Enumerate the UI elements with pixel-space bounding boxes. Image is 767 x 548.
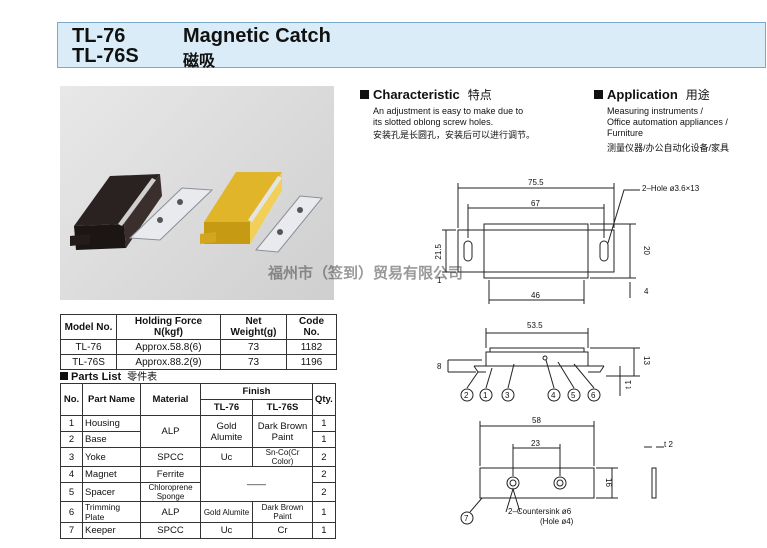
dim-hole-4: (Hole ø4) xyxy=(540,517,574,526)
spec-cell: 73 xyxy=(220,354,287,370)
application-line-zh: 测量仪器/办公自动化设备/家具 xyxy=(607,143,730,153)
dim-58: 58 xyxy=(532,416,541,425)
keeper-hole-right xyxy=(553,476,567,490)
callout-2: 2 xyxy=(464,391,469,400)
dim-13: 13 xyxy=(642,356,651,365)
product-photo xyxy=(60,86,334,300)
dim-4: 4 xyxy=(644,287,649,296)
model-title-tl76: TL-76 xyxy=(72,25,126,47)
spec-cell: Approx.88.2(9) xyxy=(116,354,221,370)
callout-7: 7 xyxy=(464,514,469,523)
parts-list-title: Parts List 零件表 xyxy=(60,368,157,383)
spec-header-code: Code No. xyxy=(286,314,337,340)
characteristic-line-1: An adjustment is easy to make due to xyxy=(373,106,524,116)
keeper-side xyxy=(651,467,657,499)
callout-6: 6 xyxy=(591,391,596,400)
dim-8: 8 xyxy=(437,362,442,371)
table-row: TL-76S Approx.88.2(9) 73 1196 xyxy=(60,354,337,370)
callout-3: 3 xyxy=(505,391,510,400)
side-view-plate xyxy=(489,347,585,353)
callout-5: 5 xyxy=(571,391,576,400)
callout-4: 4 xyxy=(551,391,556,400)
spec-header-force: Holding Force N(kgf) xyxy=(116,314,221,340)
part-qty: 1 xyxy=(312,522,336,539)
dim-53-5: 53.5 xyxy=(527,321,543,330)
part-finish-tl76: Gold Alumite xyxy=(200,415,253,448)
part-finish-tl76s: Cr xyxy=(252,522,313,539)
application-line-3: Furniture xyxy=(607,128,644,138)
table-row: 5 Spacer Chloroprene Sponge 2 xyxy=(60,482,336,502)
callout-circle xyxy=(460,388,474,402)
model-title-tl76s: TL-76S xyxy=(72,45,139,67)
parts-list-title-zh: 零件表 xyxy=(127,372,158,383)
application-line-2: Office automation appliances / xyxy=(607,117,728,127)
parts-table: No. Part Name Material Finish Qty. TL-76… xyxy=(60,383,336,539)
dim-75-5: 75.5 xyxy=(528,178,544,187)
table-row: 7 Keeper SPCC Uc Cr 1 xyxy=(60,522,336,539)
part-qty: 2 xyxy=(312,482,336,502)
spec-cell: TL-76S xyxy=(60,354,117,370)
callout-circle xyxy=(567,388,581,402)
callout-circle xyxy=(460,511,474,525)
application-line-1: Measuring instruments / xyxy=(607,106,704,116)
watermark-text: 福州市（签到）贸易有限公司 xyxy=(268,265,464,282)
top-view-slot-left xyxy=(463,240,473,262)
callout-1: 1 xyxy=(483,391,488,400)
characteristic-title-en: Characteristic xyxy=(373,87,460,102)
callout-circle xyxy=(479,388,493,402)
dim-16: 16 xyxy=(604,478,613,487)
characteristic-line-2: its slotted oblong screw holes. xyxy=(373,117,494,127)
application-title: Application 用途 xyxy=(594,86,710,103)
dim-t1: t 1 xyxy=(624,380,633,389)
dim-t2: t 2 xyxy=(664,440,673,449)
part-material: SPCC xyxy=(140,522,201,539)
dim-20: 20 xyxy=(642,246,651,255)
square-bullet-icon xyxy=(360,90,369,99)
parts-header-part: Part Name xyxy=(82,383,141,416)
product-name-zh: 磁吸 xyxy=(183,53,216,70)
side-view-housing xyxy=(485,351,589,367)
dim-1: 1 xyxy=(437,276,442,285)
characteristic-text: An adjustment is easy to make due to its… xyxy=(373,106,535,141)
dim-countersink: 2–Countersink ø6 xyxy=(508,507,572,516)
callout-circle xyxy=(547,388,561,402)
dim-21-5: 21.5 xyxy=(434,244,443,260)
dim-46: 46 xyxy=(531,291,540,300)
application-title-zh: 用途 xyxy=(685,88,710,102)
product-name-en: Magnetic Catch xyxy=(183,25,331,47)
application-text: Measuring instruments / Office automatio… xyxy=(607,106,729,154)
top-view-housing xyxy=(483,223,589,279)
top-view-slot-right xyxy=(599,240,609,262)
parts-list-title-en: Parts List xyxy=(71,371,122,383)
square-bullet-icon xyxy=(594,90,603,99)
characteristic-title: Characteristic 特点 xyxy=(360,86,492,103)
top-view-base xyxy=(457,229,615,273)
table-row: 3 Yoke SPCC Uc Sn-Co(Cr Color) 2 xyxy=(60,447,336,467)
spec-table: Model No. Holding Force N(kgf) Net Weigh… xyxy=(60,314,337,370)
title-banner: TL-76 TL-76S Magnetic Catch 磁吸 xyxy=(57,22,766,70)
spec-cell: 1196 xyxy=(286,354,337,370)
square-bullet-icon xyxy=(60,372,68,380)
keeper-plate xyxy=(479,467,595,499)
callout-circle xyxy=(501,388,515,402)
application-title-en: Application xyxy=(607,87,678,102)
keeper-hole-left xyxy=(506,476,520,490)
callout-circle xyxy=(587,388,601,402)
dim-23: 23 xyxy=(531,439,540,448)
characteristic-title-zh: 特点 xyxy=(467,88,492,102)
dim-67: 67 xyxy=(531,199,540,208)
product-photo-illustration xyxy=(70,172,323,253)
dim-hole: 2–Hole ø3.6×13 xyxy=(642,184,700,193)
characteristic-line-zh: 安装孔是长圆孔，安装后可以进行调节。 xyxy=(373,130,536,140)
part-finish-tl76: Uc xyxy=(200,522,253,539)
